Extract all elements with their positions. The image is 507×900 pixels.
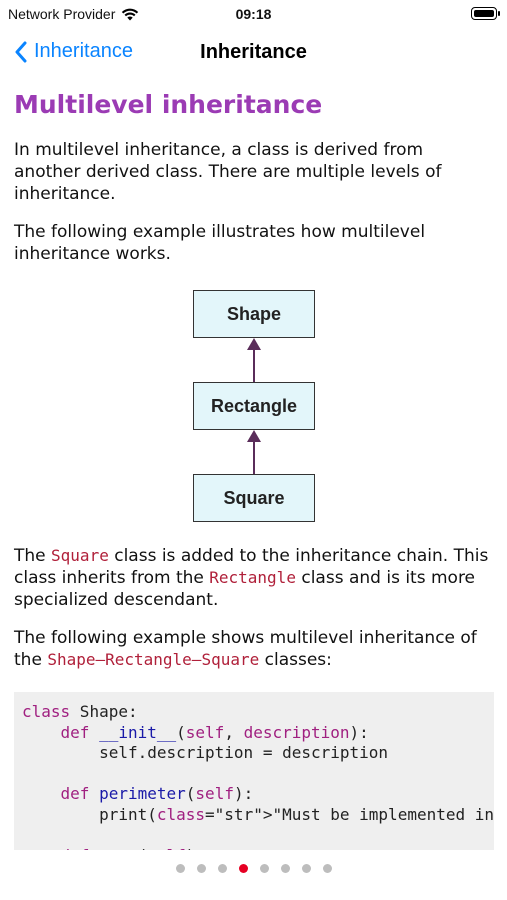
diagram-arrow — [253, 348, 255, 382]
arrow-up-icon — [247, 430, 261, 442]
back-button[interactable]: Inheritance — [14, 40, 133, 63]
code-text: class Shape: def __init__(self, descript… — [22, 702, 494, 850]
status-time: 09:18 — [235, 6, 272, 22]
diagram-box-square: Square — [193, 474, 315, 522]
page-dot[interactable] — [196, 864, 206, 873]
page-dot[interactable] — [259, 864, 269, 873]
intro-paragraph: In multilevel inheritance, a class is de… — [14, 140, 442, 204]
back-button-label: Inheritance — [34, 40, 133, 62]
inline-code: Square — [51, 546, 109, 565]
status-bar: Network Provider 09:18 — [0, 0, 507, 28]
page-dot[interactable] — [301, 864, 311, 873]
inline-code: Shape–Rectangle–Square — [47, 650, 260, 669]
carrier-group: Network Provider — [8, 6, 139, 22]
diagram-box-shape: Shape — [193, 290, 315, 338]
battery-icon — [471, 7, 500, 20]
article-content: Multilevel inheritance In multilevel inh… — [14, 90, 494, 281]
arrow-up-icon — [247, 338, 261, 350]
carrier-label: Network Provider — [8, 6, 116, 22]
page-dot[interactable] — [238, 864, 248, 873]
diagram-box-rectangle: Rectangle — [193, 382, 315, 430]
page-dot[interactable] — [217, 864, 227, 873]
square-description-paragraph: The Square class is added to the inherit… — [14, 546, 489, 610]
example-description-paragraph: The following example shows multilevel i… — [14, 628, 477, 670]
chevron-left-icon — [15, 41, 27, 62]
code-block[interactable]: class Shape: def __init__(self, descript… — [14, 692, 494, 850]
navigation-bar: Inheritance Inheritance — [0, 30, 507, 74]
wifi-icon — [122, 8, 139, 20]
page-dot[interactable] — [175, 864, 185, 873]
article-content-continued: The Square class is added to the inherit… — [14, 545, 494, 687]
page-indicator[interactable] — [0, 864, 507, 873]
page-dot[interactable] — [280, 864, 290, 873]
inheritance-diagram: Shape Rectangle Square — [193, 290, 315, 522]
inline-code: Rectangle — [209, 568, 296, 587]
nav-title: Inheritance — [200, 41, 307, 63]
section-heading: Multilevel inheritance — [14, 90, 323, 119]
diagram-arrow — [253, 440, 255, 474]
page-dot[interactable] — [322, 864, 332, 873]
example-intro-paragraph: The following example illustrates how mu… — [14, 222, 426, 264]
